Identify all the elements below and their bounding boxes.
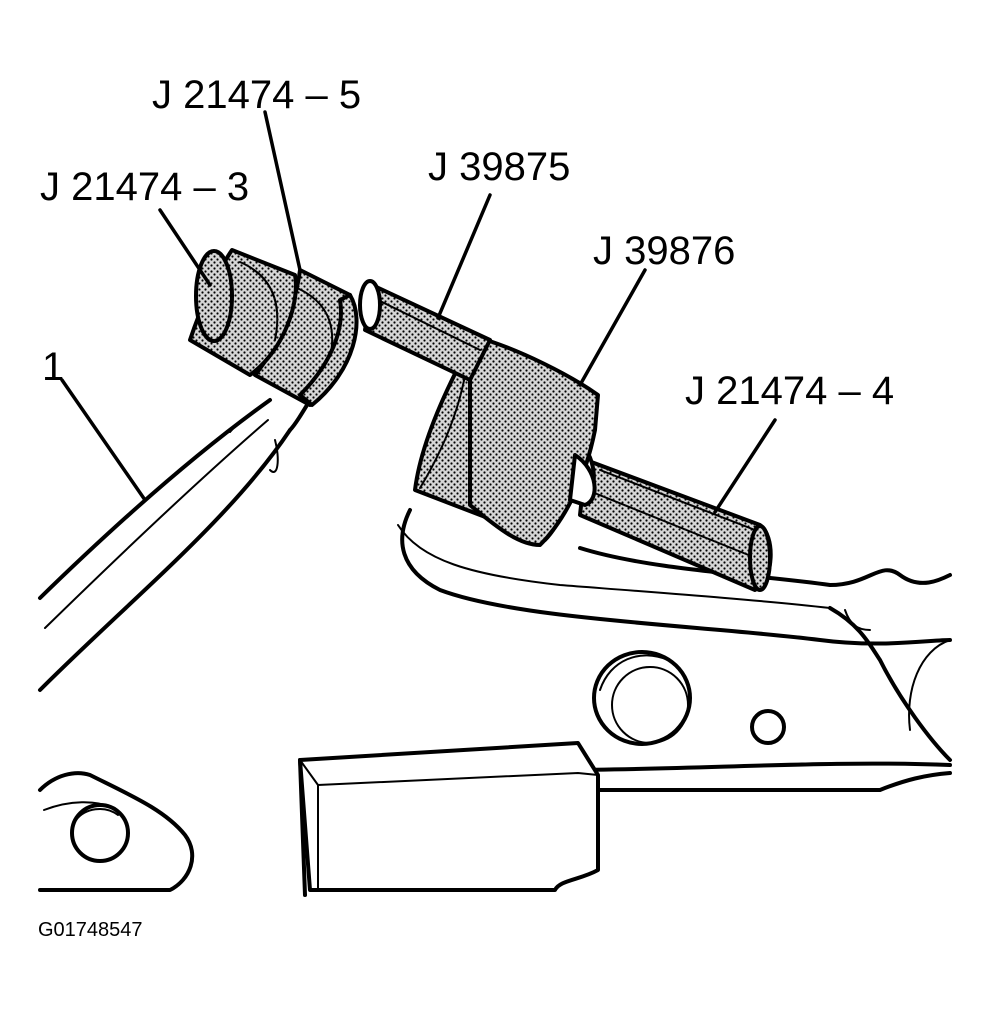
leader-j21474-5: [263, 110, 302, 272]
leader-part1: [60, 378, 147, 502]
bracket-center: [298, 741, 600, 897]
tool-j39876: [413, 336, 600, 547]
figure-id: G01748547: [38, 919, 143, 941]
leader-j39876: [578, 268, 647, 387]
leader-lines: [60, 110, 777, 514]
bracket-left: [38, 771, 195, 892]
label-j21474-4: J 21474 – 4: [685, 369, 894, 413]
label-j39876: J 39876: [593, 229, 735, 273]
leader-j21474-4: [713, 418, 777, 514]
leader-j21474-3: [158, 208, 212, 287]
label-j21474-5: J 21474 – 5: [152, 73, 361, 117]
leader-j39875: [436, 193, 492, 320]
label-j39875: J 39875: [428, 145, 570, 189]
tool-j21474-4: [578, 458, 773, 592]
tool-j39875: [358, 279, 492, 382]
label-j21474-3: J 21474 – 3: [40, 165, 249, 209]
label-part1: 1: [42, 345, 64, 389]
tool-j21474-5: [253, 268, 359, 407]
tool-j21474-3: [188, 248, 298, 377]
